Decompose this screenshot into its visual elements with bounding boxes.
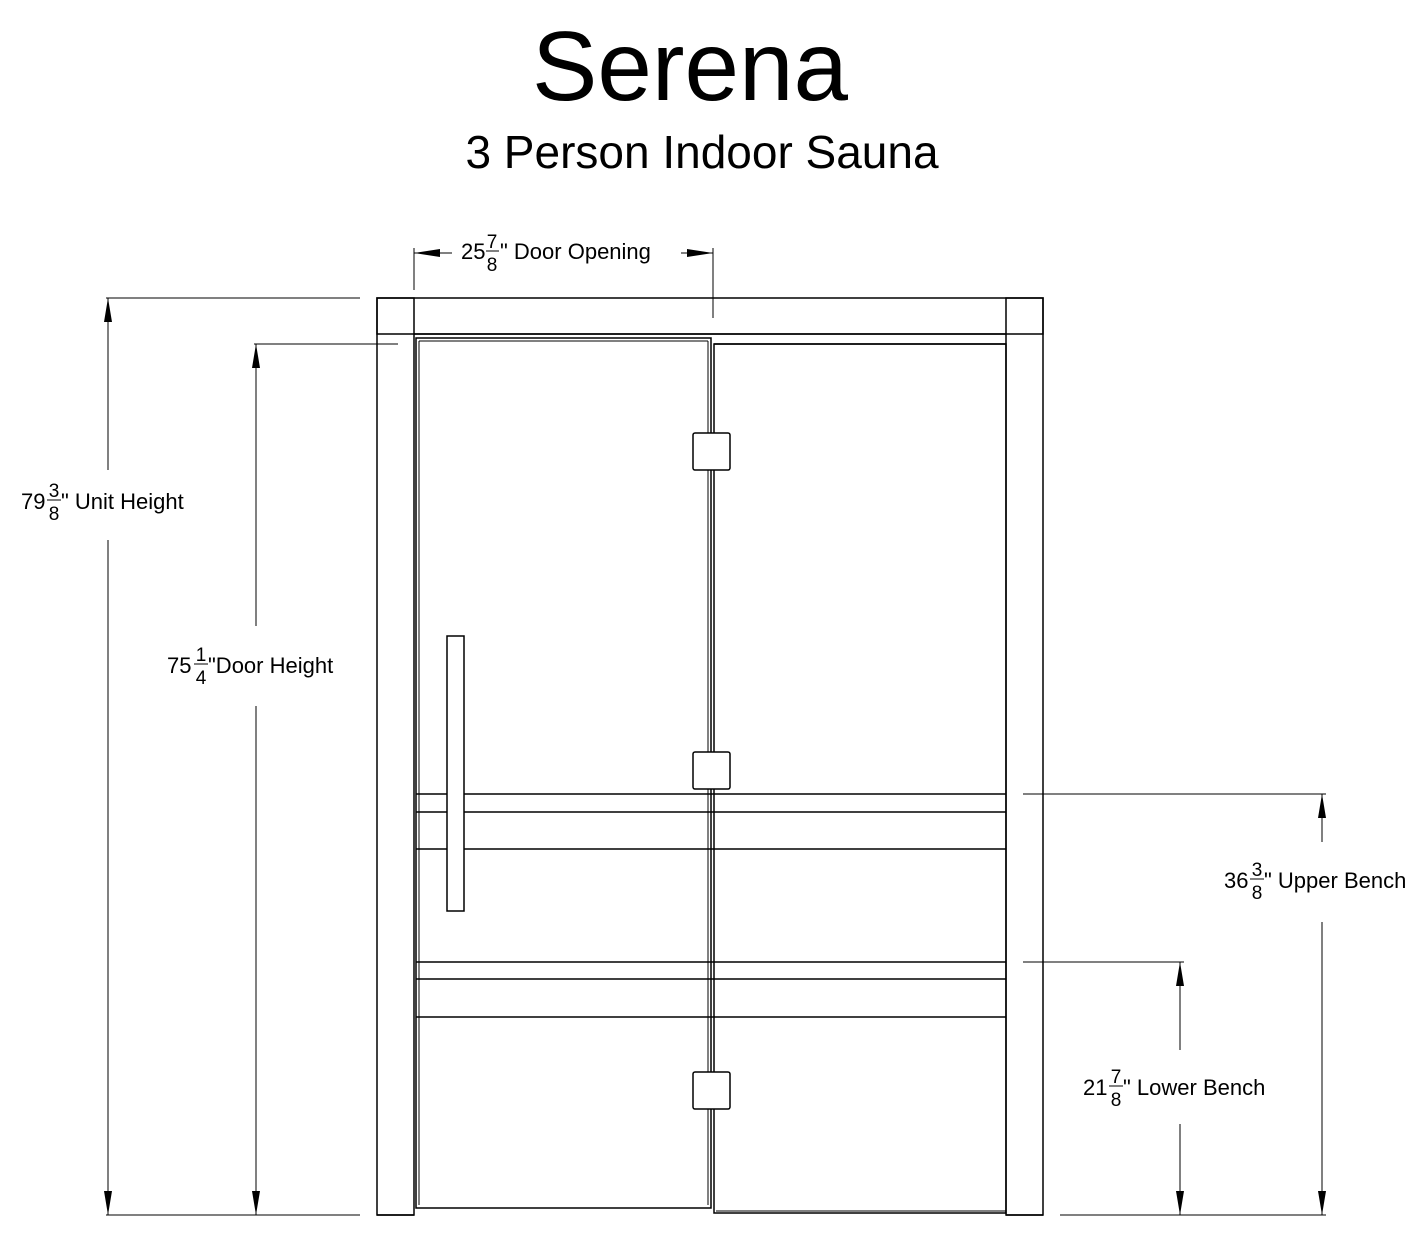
page-subtitle: 3 Person Indoor Sauna	[465, 126, 939, 178]
door-height-label: "Door Height	[208, 653, 333, 678]
unit-height-dimension: 79 3 8 " Unit Height	[21, 297, 360, 1216]
upper-bench-dimension: 36 3 8 " Upper Bench	[1023, 793, 1406, 1216]
door-opening-dimension: 25 7 8 " Door Opening	[413, 232, 714, 318]
door-opening-label: " Door Opening	[500, 239, 651, 264]
lower-bench-numerator: 7	[1111, 1067, 1122, 1088]
hinge-middle	[692, 751, 731, 790]
lower-bench-denominator: 8	[1111, 1090, 1122, 1111]
fixed-glass-panel	[713, 343, 1007, 1214]
hinge-top	[692, 432, 731, 471]
lower-bench	[416, 961, 1006, 1018]
door-height-dimension: 75 1 4 "Door Height	[167, 343, 398, 1215]
door-handle	[446, 635, 465, 912]
door-opening-whole: 25	[461, 239, 485, 264]
lower-bench-label: " Lower Bench	[1123, 1075, 1265, 1100]
door-opening-denominator: 8	[487, 255, 498, 276]
frame-top-header	[376, 297, 1044, 335]
upper-bench	[416, 793, 1006, 850]
door-opening-numerator: 7	[487, 232, 498, 253]
upper-bench-denominator: 8	[1252, 883, 1263, 904]
unit-height-label: " Unit Height	[61, 489, 184, 514]
lower-bench-dimension: 21 7 8 " Lower Bench	[1023, 961, 1265, 1215]
door-height-numerator: 1	[196, 645, 207, 666]
frame-left-post	[376, 297, 415, 1216]
upper-bench-numerator: 3	[1252, 860, 1263, 881]
hinge-bottom	[692, 1071, 731, 1110]
unit-height-denominator: 8	[49, 504, 60, 525]
upper-bench-whole: 36	[1224, 868, 1248, 893]
unit-height-whole: 79	[21, 489, 45, 514]
page-title: Serena	[532, 11, 849, 121]
unit-height-numerator: 3	[49, 481, 60, 502]
lower-bench-whole: 21	[1083, 1075, 1107, 1100]
frame-right-post	[1005, 297, 1044, 1216]
sauna-elevation	[376, 297, 1044, 1216]
door-height-whole: 75	[167, 653, 191, 678]
upper-bench-label: " Upper Bench	[1264, 868, 1406, 893]
door-height-denominator: 4	[196, 668, 207, 689]
